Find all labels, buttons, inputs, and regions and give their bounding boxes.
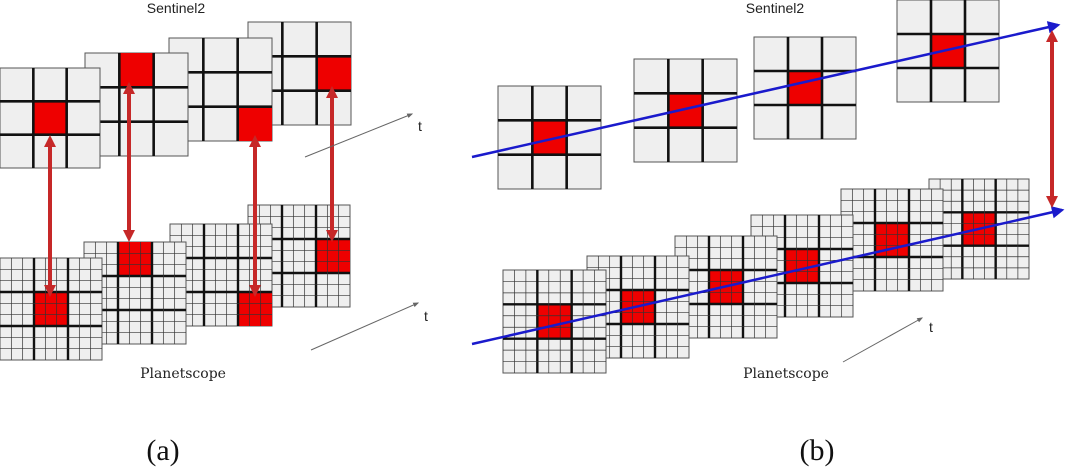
panel-b-sentinel2-label: Sentinel2: [746, 0, 805, 16]
sentinel2-tile-t3: [753, 36, 857, 140]
panel-a-sentinel2-tiles: [0, 21, 352, 169]
panel-b-planetscope-label: Planetscope: [743, 366, 829, 382]
panel-a-time-label-bottom: t: [424, 308, 428, 324]
planetscope-tile-t1: [502, 269, 607, 374]
panel-a-label: (a): [146, 434, 179, 467]
highlighted-pixel: [788, 71, 822, 105]
highlighted-pixel: [237, 106, 272, 141]
highlighted-pixel: [316, 56, 351, 91]
panel-a-sentinel2-label: Sentinel2: [147, 0, 206, 16]
panel-a-planetscope-label: Planetscope: [140, 366, 226, 382]
panel-b-time-label: t: [929, 319, 933, 335]
planetscope-tile-t5: [840, 188, 944, 292]
highlighted-pixel: [33, 101, 67, 135]
panel-b-time-arrow: [842, 317, 924, 363]
panel-b-label: (b): [800, 434, 835, 467]
planetscope-tile-t3: [674, 235, 778, 339]
panel-a-time-arrow-top: [304, 113, 414, 158]
highlighted-block: [316, 239, 350, 273]
panel-a-time-label-top: t: [418, 118, 422, 134]
highlighted-block: [118, 242, 152, 276]
panel-b-planetscope-trajectory-arrow: [471, 206, 1065, 346]
sentinel2-tile-t2: [633, 58, 738, 163]
sentinel2-tile-t2: [84, 52, 189, 157]
highlighted-pixel: [119, 53, 154, 88]
panel-a-planetscope-tiles: [0, 204, 351, 361]
panel-b-sentinel2-trajectory-arrow: [471, 21, 1061, 159]
sentinel2-tile-t1: [497, 85, 602, 190]
panel-a-correspondence-arrows: [44, 82, 338, 297]
highlighted-block: [238, 292, 272, 326]
panel-a: t t Sentinel2 Planetscope (a): [0, 0, 428, 467]
panel-b-sentinel2-tiles: [497, 0, 1000, 190]
panel-a-time-arrow-bottom: [310, 302, 420, 351]
panel-b: t Sentinel2 Planetscope (b): [471, 0, 1065, 467]
highlighted-block: [34, 292, 68, 326]
sentinel2-tile-t4: [896, 0, 1000, 103]
panel-b-planetscope-tiles: [502, 178, 1030, 374]
